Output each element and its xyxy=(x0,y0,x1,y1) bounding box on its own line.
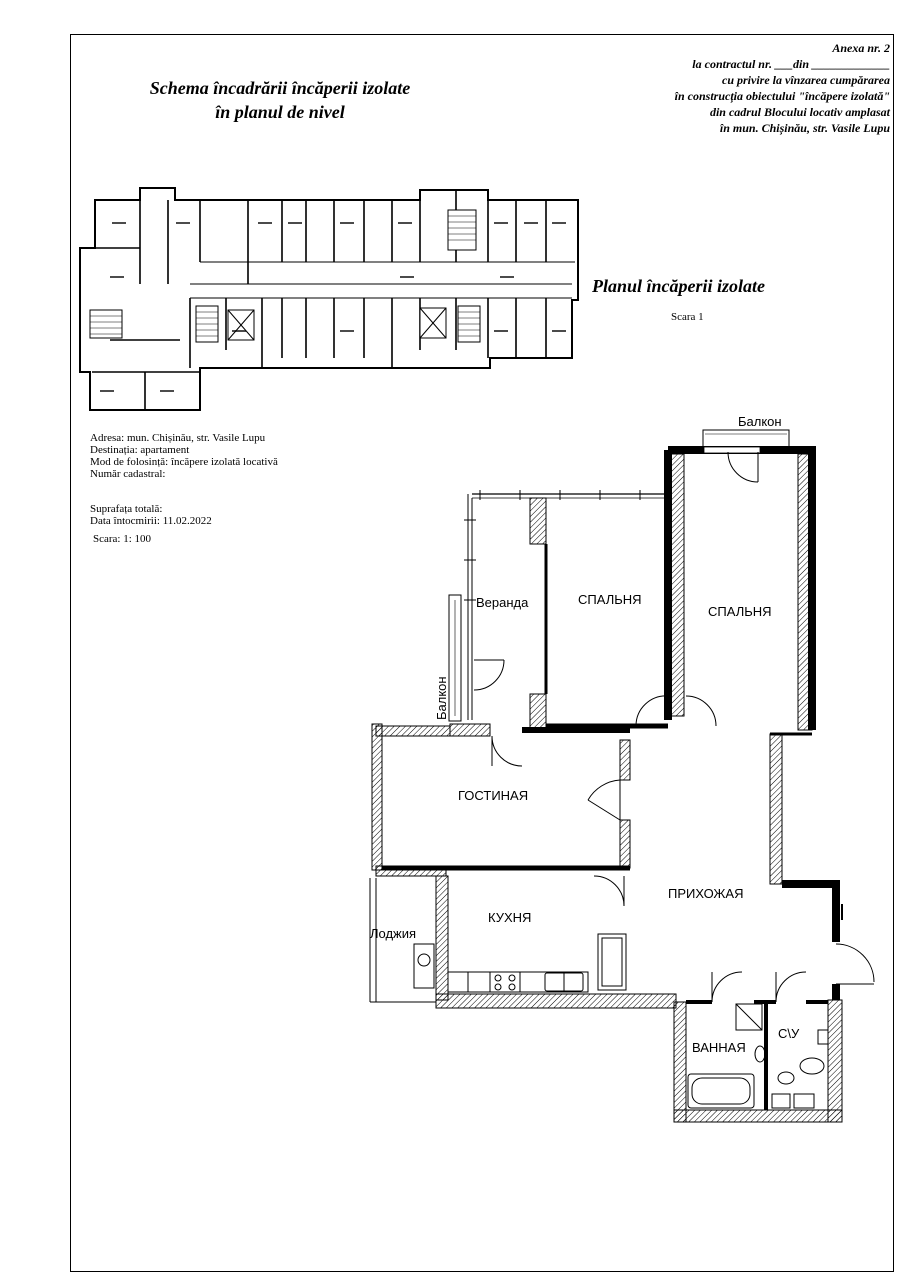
bedroom1-walls xyxy=(467,493,668,731)
bedroom2-walls xyxy=(664,446,816,731)
annex-block-line: din cadrul Blocului locativ amplasat xyxy=(709,105,890,119)
info-total-area: Suprafața totală: xyxy=(90,503,163,515)
kitchen-walls xyxy=(435,875,677,1009)
annex-number: Anexa nr. 2 xyxy=(832,41,890,55)
loggia xyxy=(369,878,436,1003)
page-frame xyxy=(70,34,894,1272)
annex-purpose-line: cu privire la vînzarea cumpărarea xyxy=(722,73,890,87)
annex-block: Anexa nr. 2 la contractul nr. ___din ___… xyxy=(675,40,890,136)
schema-title-line1: Schema încadrării încăperii izolate xyxy=(149,78,411,98)
info-scale: Scara: 1: 100 xyxy=(93,533,152,545)
info-cadastral: Număr cadastral: xyxy=(90,468,166,480)
info-date: Data întocmirii: 11.02.2022 xyxy=(90,515,212,527)
plan-scale: Scara 1 xyxy=(671,311,704,323)
label-hall: ПРИХОЖАЯ xyxy=(668,886,744,901)
label-veranda: Веранда xyxy=(476,595,529,610)
label-bathroom: ВАННАЯ xyxy=(692,1040,746,1055)
label-balcony-side: Балкон xyxy=(434,676,449,720)
annex-location-line: în mun. Chișinău, str. Vasile Lupu xyxy=(719,121,890,135)
label-kitchen: КУХНЯ xyxy=(488,910,531,925)
schema-title-line2: în planul de nivel xyxy=(215,102,345,122)
plan-title: Planul încăperii izolate xyxy=(592,276,766,296)
label-bedroom1: СПАЛЬНЯ xyxy=(578,592,642,607)
label-loggia: Лоджия xyxy=(370,926,416,941)
label-balcony-top: Балкон xyxy=(738,414,782,429)
hall-walls xyxy=(769,732,875,1000)
schema-title: Schema încadrării încăperii izolate în p… xyxy=(120,76,440,124)
bathroom-walls xyxy=(673,999,843,1123)
bathroom-fixtures xyxy=(687,971,829,1109)
living-walls xyxy=(371,723,631,877)
info-address: Adresa: mun. Chișinău, str. Vasile Lupu xyxy=(90,432,266,444)
info-use-mode: Mod de folosință: încăpere izolată locat… xyxy=(90,456,278,468)
annex-object-line: în construcția obiectului "încăpere izol… xyxy=(674,89,890,103)
bedroom-doors xyxy=(635,451,759,727)
side-balcony xyxy=(448,594,462,722)
info-destination: Destinația: apartament xyxy=(90,444,190,456)
window-ticks xyxy=(464,490,641,601)
label-bedroom2: СПАЛЬНЯ xyxy=(708,604,772,619)
living-doors xyxy=(491,735,621,821)
annex-contract-line: la contractul nr. ___din _____________ xyxy=(692,57,890,71)
label-wc: С\У xyxy=(778,1026,800,1041)
label-living: ГОСТИНАЯ xyxy=(458,788,528,803)
top-balcony xyxy=(702,429,790,449)
veranda-door xyxy=(473,659,505,691)
kitchen-fixtures xyxy=(413,933,627,993)
